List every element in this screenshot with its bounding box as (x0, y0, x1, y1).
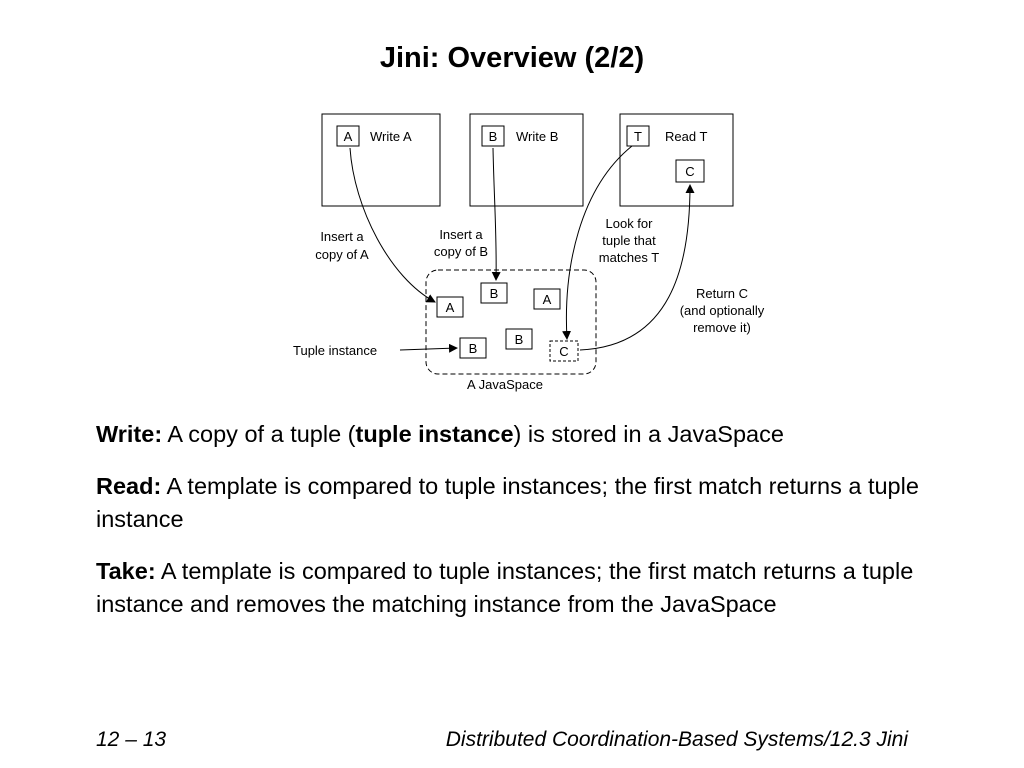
svg-text:B: B (490, 286, 499, 301)
svg-text:Look for: Look for (606, 216, 654, 231)
take-text: A template is compared to tuple instance… (96, 558, 914, 617)
svg-text:copy of B: copy of B (434, 244, 488, 259)
insert-a-label: Insert a copy of A (315, 229, 369, 262)
process-t-key: T (634, 129, 642, 144)
space-tuple-matched: C (549, 340, 579, 362)
process-b-label: Write B (516, 129, 558, 144)
process-b-key: B (489, 129, 498, 144)
return-c-arrow (579, 184, 695, 351)
process-t-label: Read T (665, 129, 707, 144)
javaspace-diagram: A Write A B Write B T Read T C A JavaSpa… (293, 113, 765, 392)
tuple-instance-label: Tuple instance (293, 343, 377, 358)
take-term: Take: (96, 558, 156, 584)
svg-text:remove it): remove it) (693, 320, 751, 335)
write-definition: Write: A copy of a tuple (tuple instance… (96, 418, 926, 451)
insert-a-arrow (349, 147, 436, 303)
space-tuple: A (533, 288, 561, 310)
process-t-box: T Read T C (619, 113, 734, 207)
lookup-arrow (562, 145, 633, 340)
space-tuple: B (505, 328, 533, 350)
page-number: 12 – 13 (96, 728, 167, 751)
svg-text:tuple that: tuple that (602, 233, 656, 248)
svg-text:Insert a: Insert a (320, 229, 364, 244)
write-term: Write: (96, 421, 163, 447)
svg-text:C: C (559, 344, 568, 359)
tuple-instance-arrow (399, 343, 458, 353)
slide-title: Jini: Overview (2/2) (379, 42, 645, 74)
space-tuple: A (436, 296, 464, 318)
svg-text:B: B (515, 332, 524, 347)
process-t-result: C (685, 164, 694, 179)
take-definition: Take: A template is compared to tuple in… (96, 555, 926, 621)
read-text: A template is compared to tuple instance… (96, 473, 919, 532)
insert-b-label: Insert a copy of B (434, 227, 488, 259)
process-a-label: Write A (370, 129, 412, 144)
read-definition: Read: A template is compared to tuple in… (96, 470, 926, 536)
process-a-key: A (344, 129, 353, 144)
javaspace-boundary (425, 269, 597, 375)
definition-list: Write: A copy of a tuple (tuple instance… (96, 418, 926, 640)
space-tuple: B (459, 337, 487, 359)
svg-text:matches T: matches T (599, 250, 660, 265)
svg-text:(and optionally: (and optionally (680, 303, 765, 318)
write-text-pre: A copy of a tuple ( (162, 421, 356, 447)
svg-text:B: B (469, 341, 478, 356)
svg-text:Insert a: Insert a (439, 227, 483, 242)
process-a-box: A Write A (321, 113, 441, 207)
process-b-box: B Write B (469, 113, 584, 207)
tuple-instance-term: tuple instance (355, 421, 514, 447)
space-tuple: B (480, 282, 508, 304)
read-term: Read: (96, 473, 162, 499)
write-text-post: ) is stored in a JavaSpace (513, 421, 784, 447)
course-section: Distributed Coordination-Based Systems/1… (445, 728, 908, 751)
insert-b-arrow (491, 147, 501, 281)
javaspace-label: A JavaSpace (467, 377, 543, 392)
svg-text:Return C: Return C (696, 286, 748, 301)
svg-text:copy of A: copy of A (315, 247, 369, 262)
svg-text:A: A (543, 292, 552, 307)
lookup-label: Look for tuple that matches T (599, 216, 660, 265)
return-c-label: Return C (and optionally remove it) (680, 286, 765, 335)
svg-text:A: A (446, 300, 455, 315)
